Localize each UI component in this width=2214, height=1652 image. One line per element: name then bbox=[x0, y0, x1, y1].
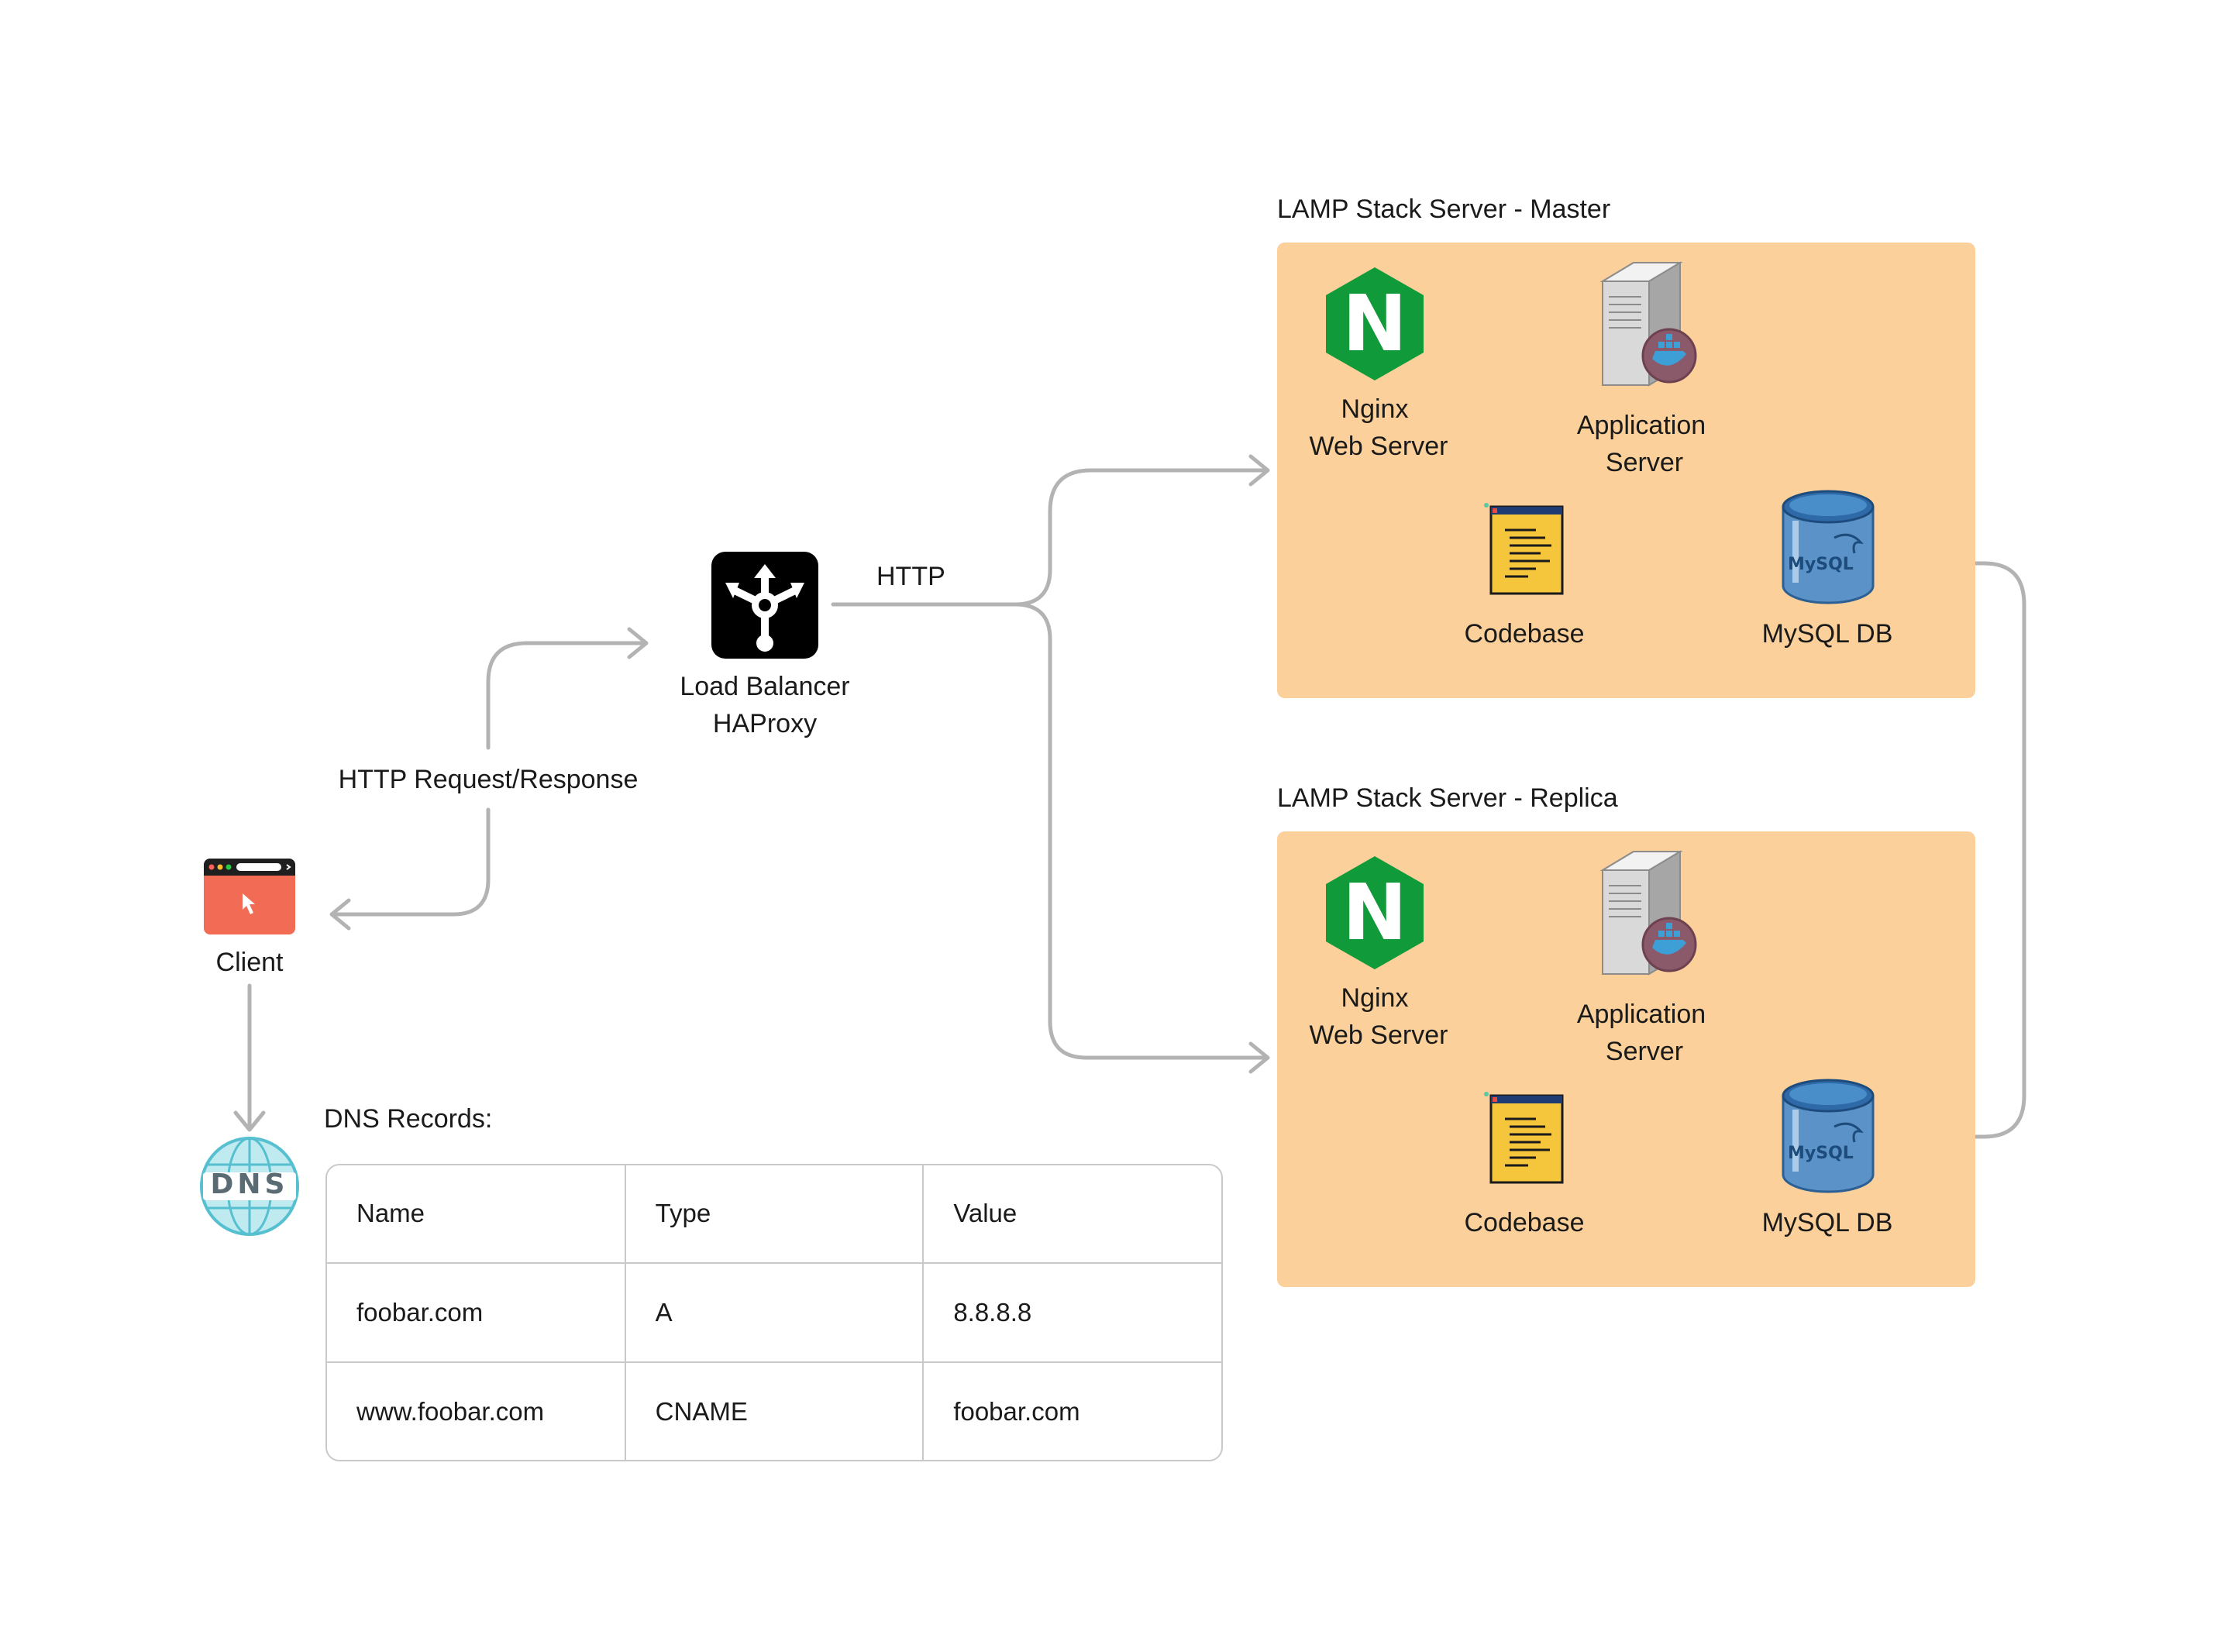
connector-lb-to-client bbox=[331, 807, 491, 917]
record-name: www.foobar.com bbox=[327, 1362, 626, 1460]
master-panel-title: LAMP Stack Server - Master bbox=[1277, 194, 1611, 224]
nginx-label-line1: Nginx bbox=[1341, 394, 1409, 424]
nginx-icon: N bbox=[1324, 855, 1425, 971]
record-value: foobar.com bbox=[953, 1396, 1080, 1426]
dns-icon-text: DNS bbox=[210, 1168, 289, 1200]
codebase-label: Codebase bbox=[1464, 619, 1585, 649]
nginx-icon-letter: N bbox=[1342, 278, 1407, 369]
app-server-label-line1: Application bbox=[1576, 1000, 1706, 1029]
mysql-logo-text: MySQL bbox=[1788, 555, 1854, 574]
http-request-label: HTTP Request/Response bbox=[338, 765, 639, 794]
table-header-row: Name Type Value bbox=[327, 1165, 1221, 1264]
app-server-label-line1: Application bbox=[1576, 411, 1706, 440]
load-balancer-icon bbox=[711, 552, 818, 659]
http-label: HTTP bbox=[876, 562, 945, 591]
nginx-icon-letter: N bbox=[1342, 867, 1407, 958]
mysql-label: MySQL DB bbox=[1761, 1208, 1893, 1237]
nginx-icon: N bbox=[1324, 266, 1425, 382]
mysql-label: MySQL DB bbox=[1761, 619, 1893, 649]
dns-records-title: DNS Records: bbox=[324, 1104, 493, 1134]
app-server-label-line2: Server bbox=[1605, 448, 1684, 477]
dns-globe-icon: DNS bbox=[198, 1135, 301, 1237]
table-row: www.foobar.com CNAME foobar.com bbox=[327, 1362, 1221, 1460]
codebase-icon bbox=[1482, 502, 1567, 597]
client-label: Client bbox=[215, 948, 284, 977]
application-server-icon bbox=[1596, 847, 1705, 979]
client-icon bbox=[204, 859, 295, 934]
mysql-icon: MySQL bbox=[1780, 1079, 1876, 1195]
record-type: A bbox=[625, 1262, 925, 1364]
arrowhead-dns bbox=[233, 1110, 266, 1132]
arrowhead-client bbox=[329, 898, 351, 931]
arrowhead-master bbox=[1248, 454, 1270, 487]
nginx-label-line2: Web Server bbox=[1309, 432, 1448, 461]
connector-client-to-lb bbox=[486, 641, 647, 750]
connector-db-replication bbox=[1889, 561, 2026, 1139]
column-header-name: Name bbox=[327, 1165, 626, 1264]
arrowhead-replica bbox=[1248, 1041, 1270, 1074]
nginx-label-line1: Nginx bbox=[1341, 983, 1409, 1013]
record-value: 8.8.8.8 bbox=[923, 1262, 1221, 1364]
arrowhead-lb bbox=[627, 627, 649, 659]
application-server-icon bbox=[1596, 258, 1705, 390]
connector-lb-to-master bbox=[831, 468, 1269, 607]
mysql-icon: MySQL bbox=[1780, 490, 1876, 606]
app-server-label-line2: Server bbox=[1605, 1037, 1684, 1066]
codebase-icon bbox=[1482, 1091, 1567, 1186]
record-type: CNAME bbox=[625, 1362, 925, 1460]
dns-records-table: Name Type Value foobar.com A 8.8.8.8 www… bbox=[325, 1164, 1223, 1461]
replica-panel-title: LAMP Stack Server - Replica bbox=[1277, 783, 1618, 813]
codebase-label: Codebase bbox=[1464, 1208, 1585, 1237]
record-name: foobar.com bbox=[327, 1262, 626, 1364]
table-row: foobar.com A 8.8.8.8 bbox=[327, 1262, 1221, 1364]
column-header-type: Type bbox=[625, 1165, 925, 1264]
connector-lb-to-replica bbox=[1013, 602, 1269, 1060]
nginx-label-line2: Web Server bbox=[1309, 1020, 1448, 1050]
column-header-value: Value bbox=[923, 1165, 1221, 1264]
load-balancer-label-line2: HAProxy bbox=[712, 709, 818, 738]
mysql-logo-text: MySQL bbox=[1788, 1144, 1854, 1163]
load-balancer-label-line1: Load Balancer bbox=[680, 672, 850, 701]
